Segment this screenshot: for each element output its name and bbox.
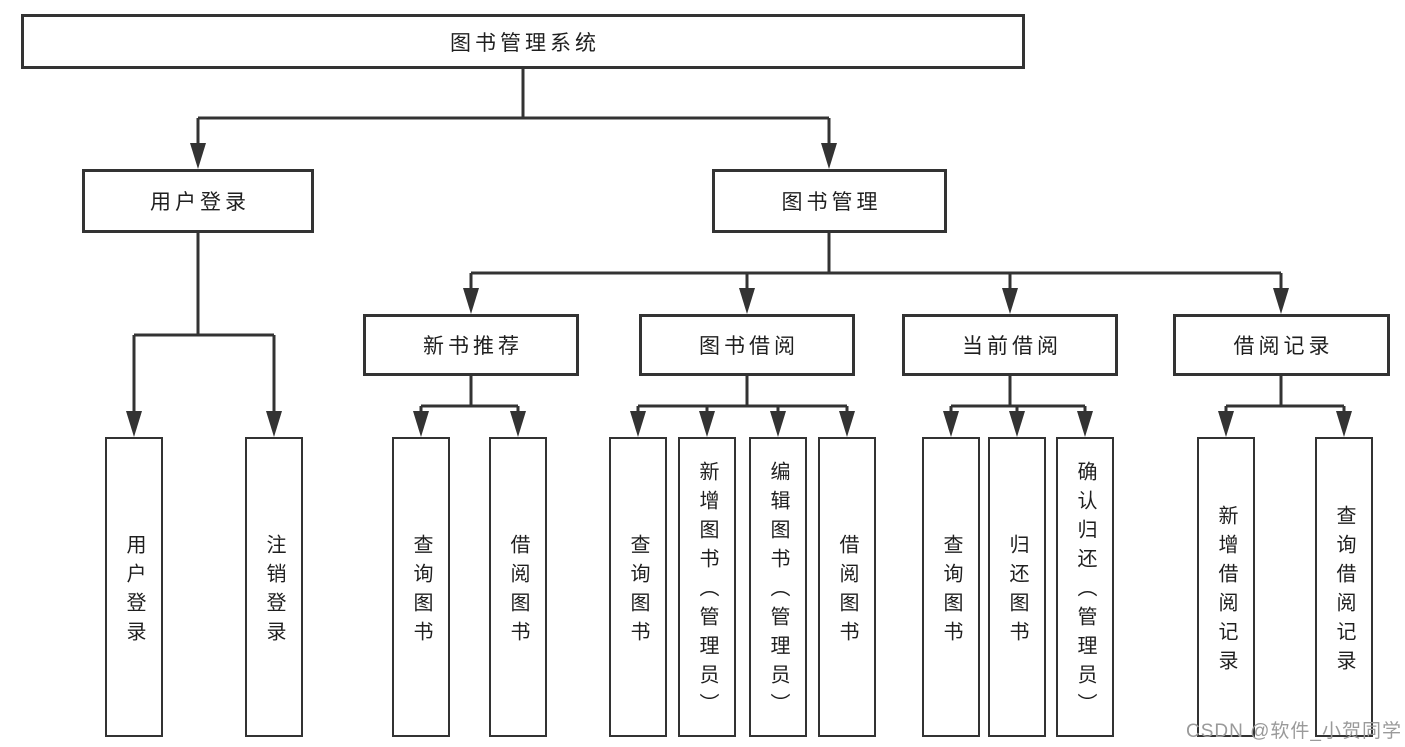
node-current-borrowing-label: 当前借阅: [962, 335, 1062, 358]
arrowhead-icons: [126, 143, 1352, 437]
leaf-user-login: 用户登录: [105, 437, 163, 737]
node-root-system: 图书管理系统: [21, 14, 1025, 69]
leaf-borrow-books-label: 借阅图书: [836, 533, 858, 650]
node-borrow-records-label: 借阅记录: [1233, 335, 1334, 358]
leaf-query-borrow-record: 查询借阅记录: [1315, 437, 1373, 737]
node-user-login: 用户登录: [82, 169, 314, 233]
leaf-query-books-borrowing: 查询图书: [609, 437, 667, 737]
node-book-borrowing-label: 图书借阅: [699, 335, 799, 358]
node-book-borrowing: 图书借阅: [639, 314, 855, 376]
leaf-confirm-return-admin-label: 确认归还（管理员）: [1074, 461, 1096, 722]
leaf-query-books-recommend-label: 查询图书: [410, 533, 432, 650]
leaf-add-book-admin-label: 新增图书（管理员）: [696, 461, 718, 722]
leaf-logout-label: 注销登录: [263, 533, 285, 650]
node-new-book-recommend-label: 新书推荐: [423, 335, 523, 358]
leaf-add-book-admin: 新增图书（管理员）: [678, 437, 736, 737]
leaf-add-borrow-record-label: 新增借阅记录: [1215, 504, 1237, 679]
leaf-borrow-books-recommend-label: 借阅图书: [507, 533, 529, 650]
leaf-logout: 注销登录: [245, 437, 303, 737]
leaf-confirm-return-admin: 确认归还（管理员）: [1056, 437, 1114, 737]
node-book-management: 图书管理: [712, 169, 947, 233]
leaf-edit-book-admin-label: 编辑图书（管理员）: [767, 461, 789, 722]
leaf-borrow-books-recommend: 借阅图书: [489, 437, 547, 737]
leaf-query-borrow-record-label: 查询借阅记录: [1333, 504, 1355, 679]
node-root-system-label: 图书管理系统: [450, 31, 600, 55]
leaf-edit-book-admin: 编辑图书（管理员）: [749, 437, 807, 737]
node-current-borrowing: 当前借阅: [902, 314, 1118, 376]
leaf-user-login-label: 用户登录: [123, 533, 145, 650]
node-user-login-label: 用户登录: [150, 191, 250, 214]
csdn-watermark: CSDN @软件_小贺同学: [1186, 721, 1402, 742]
leaf-query-books-current: 查询图书: [922, 437, 980, 737]
leaf-add-borrow-record: 新增借阅记录: [1197, 437, 1255, 737]
leaf-query-books-borrowing-label: 查询图书: [627, 533, 649, 650]
leaf-query-books-current-label: 查询图书: [940, 533, 962, 650]
node-borrow-records: 借阅记录: [1173, 314, 1390, 376]
connector-branches: [132, 69, 1346, 415]
node-new-book-recommend: 新书推荐: [363, 314, 579, 376]
leaf-return-book-label: 归还图书: [1006, 533, 1028, 650]
leaf-return-book: 归还图书: [988, 437, 1046, 737]
node-book-management-label: 图书管理: [781, 191, 882, 214]
leaf-borrow-books: 借阅图书: [818, 437, 876, 737]
leaf-query-books-recommend: 查询图书: [392, 437, 450, 737]
